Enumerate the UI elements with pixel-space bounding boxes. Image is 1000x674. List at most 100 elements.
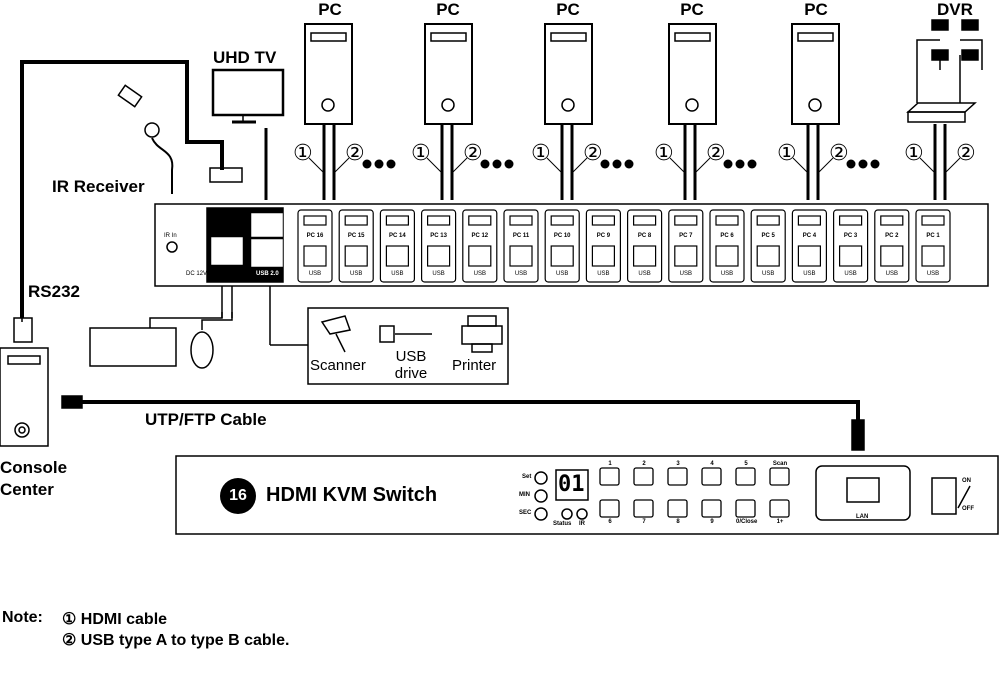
front-button-top-3[interactable] bbox=[667, 467, 688, 486]
note-line-1: ① HDMI cable bbox=[62, 611, 168, 628]
rs232-cable bbox=[20, 60, 224, 318]
usb-b-port-icon bbox=[838, 245, 863, 267]
cable-mark-2: ② bbox=[583, 141, 603, 166]
pc-port-11[interactable] bbox=[709, 209, 745, 283]
ellipsis-dot bbox=[374, 159, 384, 169]
pc-port-15[interactable] bbox=[874, 209, 910, 283]
pc-label-1: PC bbox=[318, 0, 342, 19]
usb-port-label: USB bbox=[885, 271, 898, 277]
front-button-label: 5 bbox=[744, 461, 748, 467]
pc-port-label: PC 10 bbox=[553, 233, 571, 239]
hdmi-port-icon bbox=[715, 215, 739, 226]
usb-port-label: USB bbox=[844, 271, 857, 277]
pc-tower-icon bbox=[668, 23, 717, 125]
front-button-bottom-2[interactable] bbox=[633, 499, 654, 518]
callout-line bbox=[334, 157, 350, 173]
printer-label: Printer bbox=[452, 357, 497, 374]
dc-label: DC 12V bbox=[186, 271, 208, 277]
dvr-icon bbox=[906, 19, 983, 123]
usb-port-label: USB bbox=[597, 271, 610, 277]
pc-port-3[interactable] bbox=[379, 209, 415, 283]
note-prefix: Note: bbox=[2, 609, 43, 626]
pc-port-8[interactable] bbox=[585, 209, 622, 283]
ellipsis-dot bbox=[735, 159, 745, 169]
front-button-label: 1 bbox=[608, 461, 612, 467]
pc-port-label: PC 3 bbox=[843, 233, 858, 239]
usb-b-port-icon bbox=[715, 245, 739, 267]
front-button-bottom-6[interactable] bbox=[769, 499, 790, 518]
pc-port-14[interactable] bbox=[832, 209, 869, 283]
pc-port-5[interactable] bbox=[462, 209, 498, 283]
pc-port-6[interactable] bbox=[503, 209, 539, 283]
cable-mark-2: ② bbox=[345, 141, 365, 166]
status-label: Status bbox=[553, 521, 572, 527]
front-button-top-5[interactable] bbox=[735, 467, 756, 486]
usb-port-label: USB bbox=[679, 271, 692, 277]
usb-b-port-icon bbox=[385, 245, 409, 267]
ellipsis-dot bbox=[846, 159, 856, 169]
usb-b-port-icon bbox=[921, 245, 945, 267]
pc-port-16[interactable] bbox=[915, 209, 951, 283]
front-button-label: 3 bbox=[676, 461, 680, 467]
pc-port-9[interactable] bbox=[626, 209, 663, 283]
ellipsis-dot bbox=[600, 159, 610, 169]
callout-line bbox=[792, 157, 808, 173]
usb2-label: USB 2.0 bbox=[256, 271, 279, 277]
usb-port-label: USB bbox=[391, 271, 404, 277]
pc-port-1[interactable] bbox=[297, 209, 333, 283]
ir-receiver-label: IR Receiver bbox=[52, 177, 145, 196]
callout-line bbox=[546, 157, 562, 173]
pc-label-2: PC bbox=[436, 0, 460, 19]
cable-mark-1: ① bbox=[531, 141, 551, 166]
cable-mark-1: ① bbox=[654, 141, 674, 166]
pc-port-12[interactable] bbox=[750, 209, 786, 283]
output-label: Output bbox=[258, 230, 278, 236]
front-button-top-4[interactable] bbox=[701, 467, 722, 486]
pc-port-13[interactable] bbox=[791, 209, 828, 283]
usb-b-port-icon bbox=[550, 245, 574, 267]
front-button-label: 0/Close bbox=[736, 519, 758, 525]
pc-port-2[interactable] bbox=[338, 209, 374, 283]
callout-line bbox=[818, 157, 834, 173]
front-button-top-1[interactable] bbox=[599, 467, 620, 486]
hdmi-port-icon bbox=[756, 215, 780, 226]
mouse-icon bbox=[190, 331, 214, 369]
hdmi-port-icon bbox=[674, 215, 698, 226]
front-button-top-2[interactable] bbox=[633, 467, 654, 486]
front-panel-title: HDMI KVM Switch bbox=[266, 484, 438, 506]
ellipsis-dot bbox=[612, 159, 622, 169]
front-button-top-6[interactable] bbox=[769, 467, 790, 486]
front-button-bottom-5[interactable] bbox=[735, 499, 756, 518]
pc-port-label: PC 9 bbox=[596, 233, 611, 239]
hdmi-port-icon bbox=[838, 215, 863, 226]
front-button-bottom-4[interactable] bbox=[701, 499, 722, 518]
cable-mark-1: ① bbox=[411, 141, 431, 166]
front-button-bottom-1[interactable] bbox=[599, 499, 620, 518]
hdmi-port-icon bbox=[385, 215, 409, 226]
uhd-tv-label: UHD TV bbox=[213, 48, 277, 67]
utp-cable bbox=[82, 400, 860, 420]
hdmi-port-icon bbox=[797, 215, 822, 226]
pc-port-10[interactable] bbox=[668, 209, 704, 283]
rj45-right-icon bbox=[851, 419, 865, 451]
front-button-label: 7 bbox=[642, 519, 646, 525]
hdmi-port-icon bbox=[509, 215, 533, 226]
cable-mark-2: ② bbox=[706, 141, 726, 166]
usb-drive-label-1: USB bbox=[395, 348, 427, 365]
front-button-bottom-3[interactable] bbox=[667, 499, 688, 518]
callout-line bbox=[452, 157, 468, 173]
usb-b-port-icon bbox=[344, 245, 368, 267]
pc-port-7[interactable] bbox=[544, 209, 580, 283]
pc-port-label: PC 7 bbox=[679, 233, 693, 239]
pc-port-label: PC 15 bbox=[347, 233, 365, 239]
ellipsis-dot bbox=[362, 159, 372, 169]
pc-port-4[interactable] bbox=[421, 209, 457, 283]
ir-label: IR bbox=[579, 521, 585, 527]
usb-port-label: USB bbox=[762, 271, 775, 277]
ir-remote-icon bbox=[117, 84, 143, 108]
callout-line bbox=[669, 157, 685, 173]
usb-port-label: USB bbox=[556, 271, 569, 277]
cable-mark-2: ② bbox=[829, 141, 849, 166]
